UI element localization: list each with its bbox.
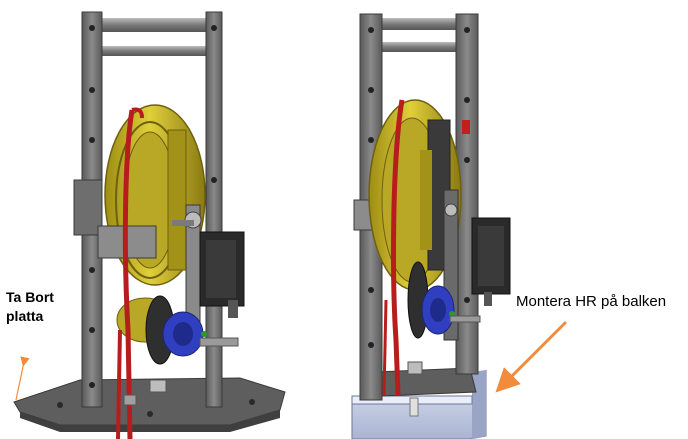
right-mid-rod (366, 42, 472, 52)
left-belt (116, 107, 144, 439)
annotation-mount-on-beam: Montera HR på balken (516, 293, 667, 310)
right-arrow (495, 320, 568, 393)
right-base-bolts (407, 361, 423, 417)
annotation-remove-plate: Ta Bort platta (6, 288, 54, 326)
left-frame-upright-left (73, 11, 103, 408)
left-assembly (13, 11, 286, 439)
annotation-remove-plate-line2: platta (6, 308, 44, 324)
left-frame-upright-right (205, 11, 223, 408)
left-mid-rod (96, 46, 216, 56)
left-motor (199, 231, 245, 318)
right-belt (382, 99, 405, 396)
right-motor (471, 217, 511, 306)
right-small-pulley (407, 261, 481, 339)
annotation-remove-plate-line1: Ta Bort (6, 289, 54, 305)
right-assembly (351, 13, 511, 439)
right-top-rod (362, 18, 472, 30)
left-arrow (15, 356, 30, 401)
left-base-bolts (123, 379, 167, 406)
left-small-pulley (145, 295, 239, 365)
left-top-rod (92, 18, 216, 32)
